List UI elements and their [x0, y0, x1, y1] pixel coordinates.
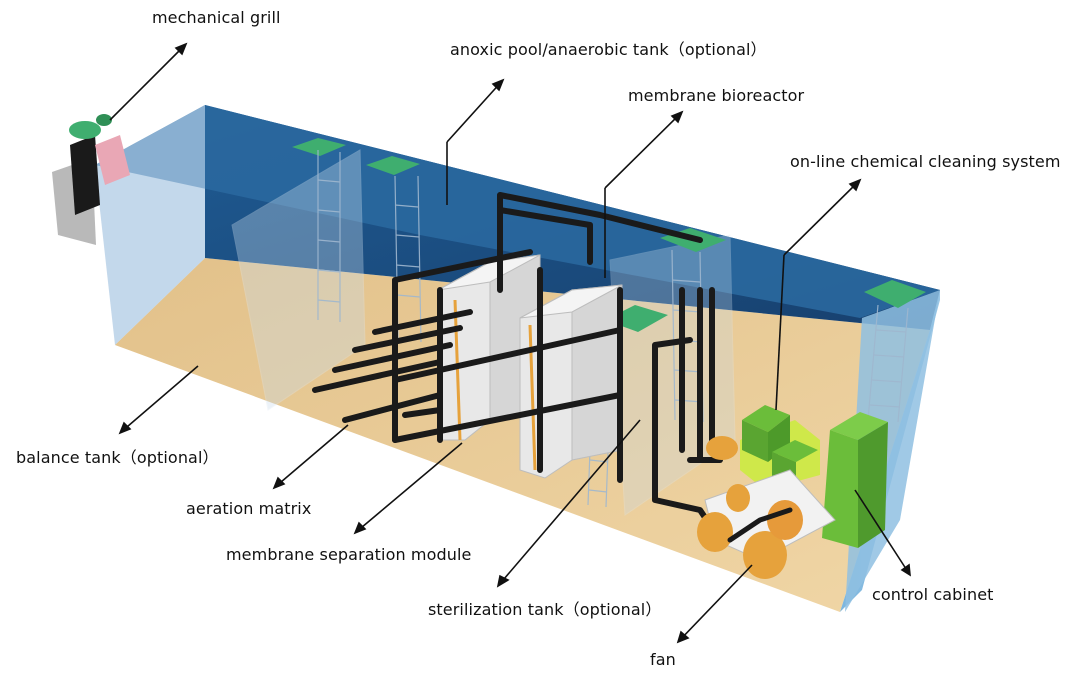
fan-units — [697, 469, 836, 579]
label-online-cleaning: on-line chemical cleaning system — [790, 152, 1061, 171]
level-pad-1 — [292, 138, 346, 156]
mechanical-grill-unit — [52, 114, 130, 245]
label-anoxic-pool: anoxic pool/anaerobic tank（optional） — [450, 40, 767, 59]
membrane-modules — [437, 254, 623, 479]
label-fan: fan — [650, 650, 676, 669]
level-pad-5 — [864, 280, 926, 308]
label-aeration-matrix: aeration matrix — [186, 499, 312, 518]
label-sterilization-tank: sterilization tank（optional） — [428, 600, 662, 619]
label-mechanical-grill: mechanical grill — [152, 8, 281, 27]
leader-lines — [109, 42, 911, 644]
chemical-cleaning-system — [706, 405, 820, 490]
label-membrane-separation: membrane separation module — [226, 545, 472, 564]
ladders — [317, 150, 909, 508]
control-cabinet-shape — [822, 412, 888, 548]
level-pad-2 — [366, 156, 420, 175]
label-balance-tank: balance tank（optional） — [16, 448, 219, 467]
pipe-network — [312, 192, 723, 543]
label-control-cabinet: control cabinet — [872, 585, 994, 604]
label-membrane-bioreactor: membrane bioreactor — [628, 86, 805, 105]
